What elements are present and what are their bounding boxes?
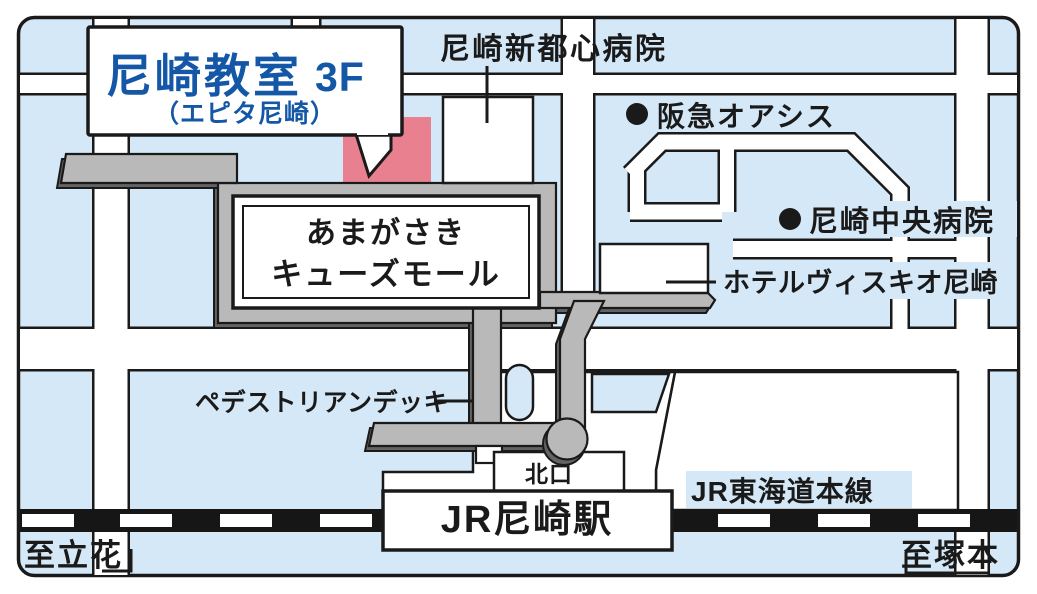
hotel-label: ホテルヴィスキオ尼崎 [723,267,998,298]
rotary-island-oval [504,363,535,422]
rotary-circle [545,417,589,461]
station-box [381,489,674,552]
railway-dashes [22,514,970,527]
callout-box [86,25,404,137]
railway-dash [120,514,172,527]
deck-vertical [471,304,503,436]
railway-dash [22,514,74,527]
to-tsukamoto-label: 至塚本 [901,538,1000,573]
to-tachibana-arrow [102,549,133,573]
mall-outer-box [231,194,541,310]
north-exit-label: 北口 [525,461,573,487]
traffic-island [590,372,671,414]
labels: 尼崎新都心病院 阪急オアシス 尼崎中央病院 ホテルヴィスキオ尼崎 ペデストリアン… [24,32,1017,575]
callout-name: 尼崎教室 [106,50,302,102]
road-fills [20,19,1017,575]
rail-line-label-bg [686,471,912,508]
shintoshin-hospital-label: 尼崎新都心病院 [440,32,668,66]
deck-bottom-bar [367,421,564,448]
railway-dash [220,514,272,527]
callout-bubble: 尼崎教室 3F （エピタ尼崎） [86,25,404,180]
pedestrian-deck-label: ペデストリアンデッキ [195,388,449,417]
to-tachibana-label: 至立花 [24,538,123,573]
railway-dash [918,514,970,527]
callout-floor: 3F [315,54,365,100]
hotel-label-bg [718,262,1010,299]
callout-tail-joint [357,129,388,135]
chuo-hospital-label-bg [772,201,1017,237]
callout-subname: （エピタ尼崎） [154,99,336,128]
hotel-building [598,242,710,295]
mall-building: あまがさき キューズモール [231,194,541,310]
chuo-hospital-label: 尼崎中央病院 [809,204,995,238]
railway-dash [718,514,770,527]
mall-inner-box [242,205,530,299]
station-building: JR尼崎駅 [381,489,674,552]
map-content: あまがさき キューズモール JR尼崎駅 [20,19,1017,575]
deck-branch [538,290,717,310]
station-label: JR尼崎駅 [441,499,614,541]
location-dot-icon [779,208,801,230]
hankyu-oasis-label: 阪急オアシス [657,101,836,132]
mall-label-line1: あまがさき [306,216,466,250]
deck-bar [59,152,239,185]
to-tsukamoto-arrow [904,552,989,575]
mall-label-line2: キューズモール [271,257,500,292]
location-dot-icon [626,103,648,125]
rail-line-label: JR東海道本線 [691,475,874,507]
railway-dash [320,514,372,527]
railway-dash [818,514,870,527]
